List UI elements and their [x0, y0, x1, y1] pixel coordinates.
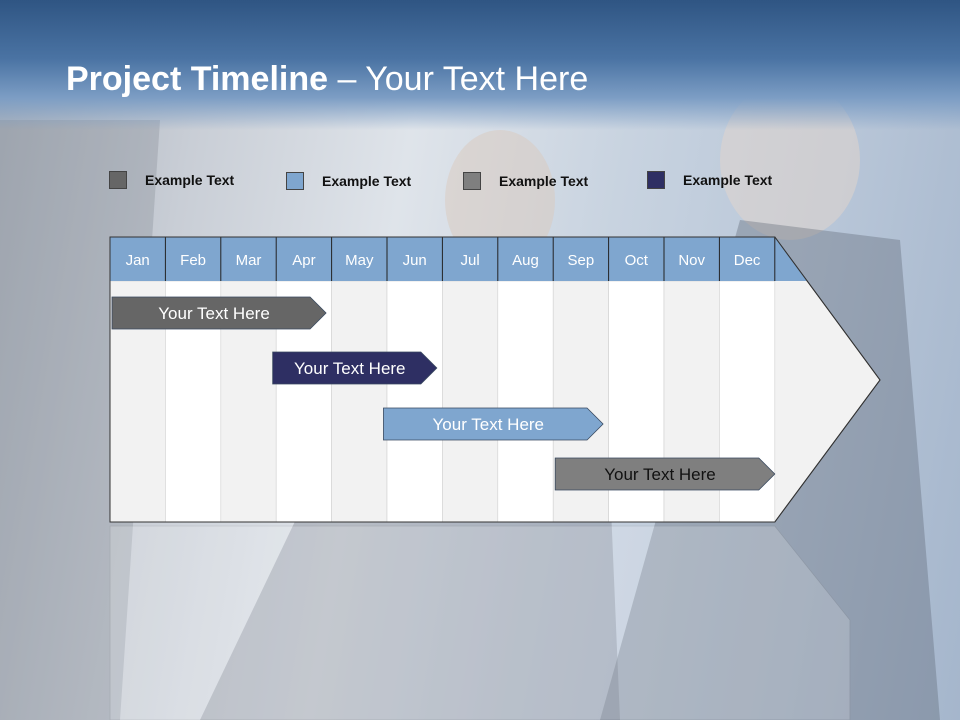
month-label: Jan — [126, 252, 150, 269]
month-label: Sep — [568, 252, 595, 269]
task-label: Your Text Here — [294, 359, 406, 378]
month-header-band — [110, 237, 808, 281]
legend-swatch — [109, 171, 127, 189]
legend-swatch — [463, 172, 481, 190]
task-bar — [111, 296, 327, 330]
title-rest: – Your Text Here — [328, 60, 589, 98]
legend-label: Example Text — [683, 172, 773, 188]
legend-swatch — [647, 171, 665, 189]
title-bar — [0, 0, 960, 130]
month-label: Dec — [734, 252, 761, 269]
month-label: Jun — [403, 252, 427, 269]
timeline-reflection — [109, 525, 851, 720]
title-bold: Project Timeline — [66, 60, 329, 98]
month-label: Oct — [625, 252, 649, 269]
task-bar — [383, 407, 604, 441]
task-bar — [272, 351, 438, 385]
task-bar — [554, 457, 776, 491]
month-column — [386, 280, 443, 523]
month-label: Jul — [461, 252, 480, 269]
month-column — [497, 280, 554, 523]
task-label: Your Text Here — [604, 465, 716, 484]
month-column — [331, 280, 388, 523]
month-label: Mar — [236, 252, 262, 269]
legend-item-3: Example Text — [463, 172, 588, 190]
legend-swatch — [286, 172, 304, 190]
legend-item-2: Example Text — [286, 172, 411, 190]
month-label: Aug — [512, 252, 539, 269]
month-label: Feb — [180, 252, 206, 269]
legend-label: Example Text — [145, 172, 235, 188]
legend-item-4: Example Text — [647, 171, 772, 189]
task-label: Your Text Here — [433, 415, 545, 434]
month-column — [442, 280, 499, 523]
legend-label: Example Text — [322, 173, 412, 189]
slide-title: Project Timeline – Your Text Here — [66, 60, 588, 99]
month-label: Apr — [292, 252, 315, 269]
month-label: May — [345, 252, 374, 269]
legend-label: Example Text — [499, 173, 589, 189]
legend-item-1: Example Text — [109, 171, 234, 189]
timeline-outline — [109, 236, 881, 523]
task-label: Your Text Here — [158, 304, 270, 323]
month-label: Nov — [678, 252, 705, 269]
